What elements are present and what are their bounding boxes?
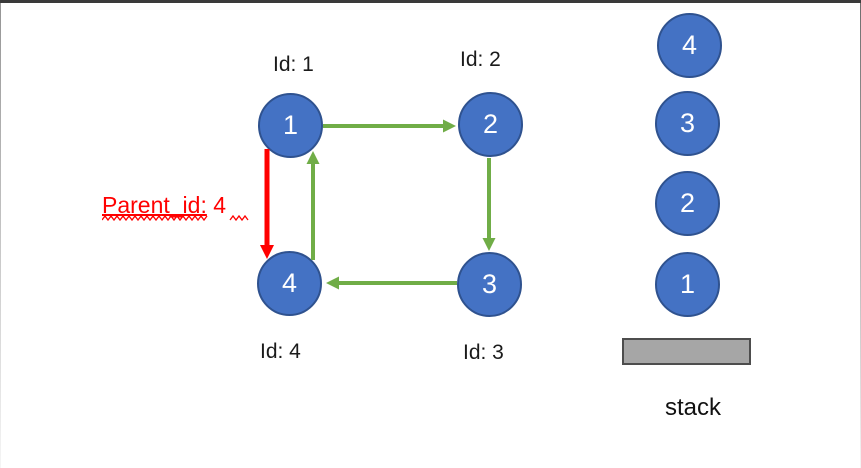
edge-2-to-3-arrowhead-icon: [482, 238, 496, 251]
slide-top-border: [0, 0, 861, 3]
edge-1-to-2-arrowhead-icon: [443, 119, 456, 133]
graph-node-3: 3: [457, 252, 522, 317]
stack-base-bar: [622, 338, 751, 365]
graph-node-4: 4: [257, 251, 322, 316]
parent-id-annotation-value: 4: [206, 192, 227, 218]
stack-item-top: 4: [657, 13, 722, 78]
edge-3-to-4-arrowhead-icon: [326, 276, 339, 290]
parent-id-annotation: Parent_id: 4: [102, 192, 226, 219]
node-4-id-caption: Id: 4: [260, 340, 301, 363]
stack-item-label: 2: [679, 188, 696, 218]
edge-4-to-1-arrowhead-icon: [306, 151, 320, 164]
graph-node-2-label: 2: [482, 109, 499, 139]
graph-node-1: 1: [258, 93, 323, 158]
node-1-id-caption: Id: 1: [273, 53, 314, 76]
node-3-id-caption: Id: 3: [463, 341, 504, 364]
node-2-id-caption: Id: 2: [460, 48, 501, 71]
stack-item-label: 4: [681, 30, 698, 60]
graph-node-3-label: 3: [481, 269, 498, 299]
stack-item-3: 2: [655, 171, 720, 236]
graph-node-4-label: 4: [281, 268, 298, 298]
stack-item-2: 3: [655, 91, 720, 156]
stack-caption: stack: [665, 394, 722, 421]
slide-left-border: [0, 0, 1, 468]
graph-node-1-label: 1: [282, 110, 299, 140]
spellcheck-squiggle-icon: [102, 214, 249, 222]
stack-item-label: 1: [679, 269, 696, 299]
parent-id-annotation-underlined: Parent_id:: [102, 192, 207, 218]
stack-item-label: 3: [679, 108, 696, 138]
graph-node-2: 2: [458, 92, 523, 157]
stack-item-bottom: 1: [655, 252, 720, 317]
